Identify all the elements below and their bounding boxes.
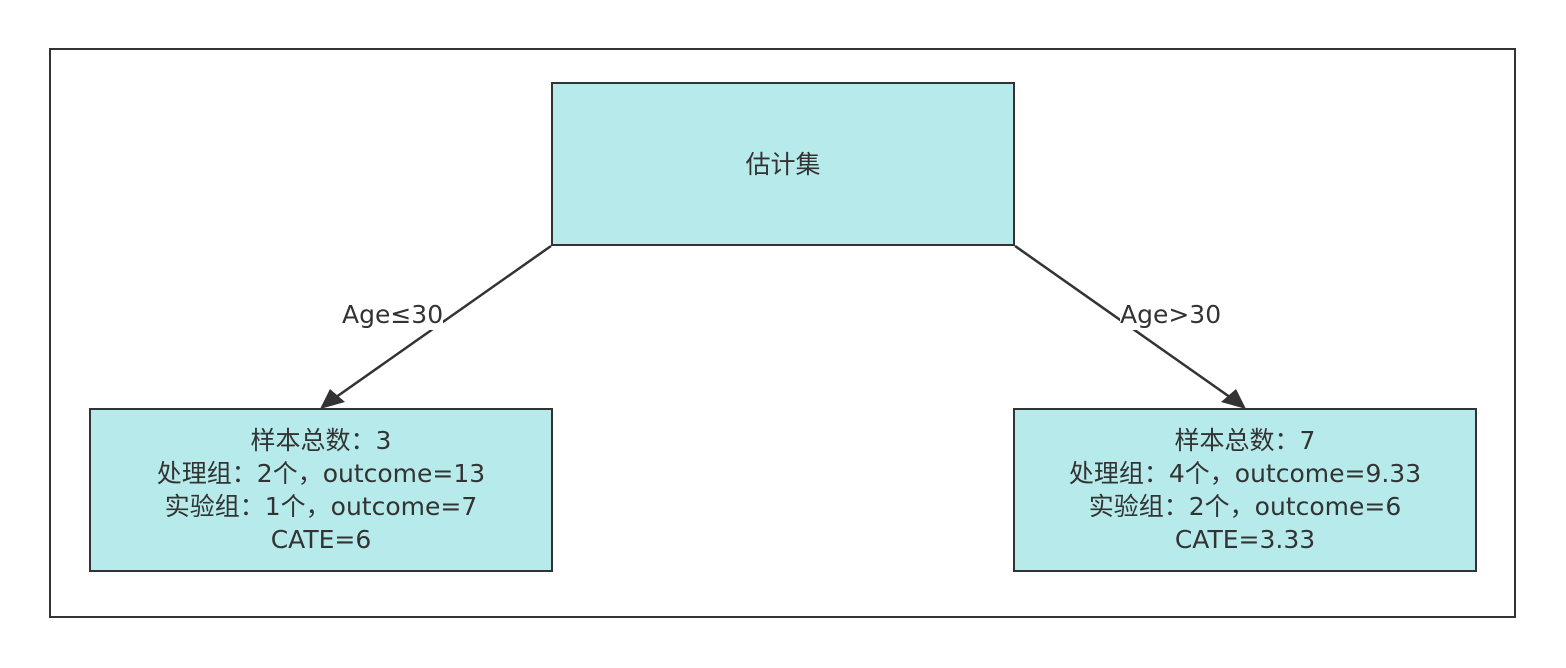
right-leaf-sample-count: 样本总数：7 — [1174, 426, 1316, 455]
right-leaf-treatment-group: 处理组：4个，outcome=9.33 — [1068, 459, 1422, 488]
right-leaf-experiment-group: 实验组：2个，outcome=6 — [1088, 492, 1402, 521]
left-leaf-node: 样本总数：3 处理组：2个，outcome=13 实验组：1个，outcome=… — [89, 408, 553, 572]
edge-label-left: Age≤30 — [342, 300, 444, 330]
left-leaf-sample-count: 样本总数：3 — [250, 426, 392, 455]
diagram-frame — [49, 48, 1516, 618]
left-leaf-cate: CATE=6 — [270, 525, 372, 554]
edge-label-right: Age>30 — [1120, 300, 1222, 330]
root-node-label: 估计集 — [745, 149, 821, 179]
root-node: 估计集 — [551, 82, 1015, 246]
right-leaf-cate: CATE=3.33 — [1174, 525, 1316, 554]
right-leaf-node: 样本总数：7 处理组：4个，outcome=9.33 实验组：2个，outcom… — [1013, 408, 1477, 572]
left-leaf-treatment-group: 处理组：2个，outcome=13 — [156, 459, 486, 488]
left-leaf-experiment-group: 实验组：1个，outcome=7 — [164, 492, 478, 521]
